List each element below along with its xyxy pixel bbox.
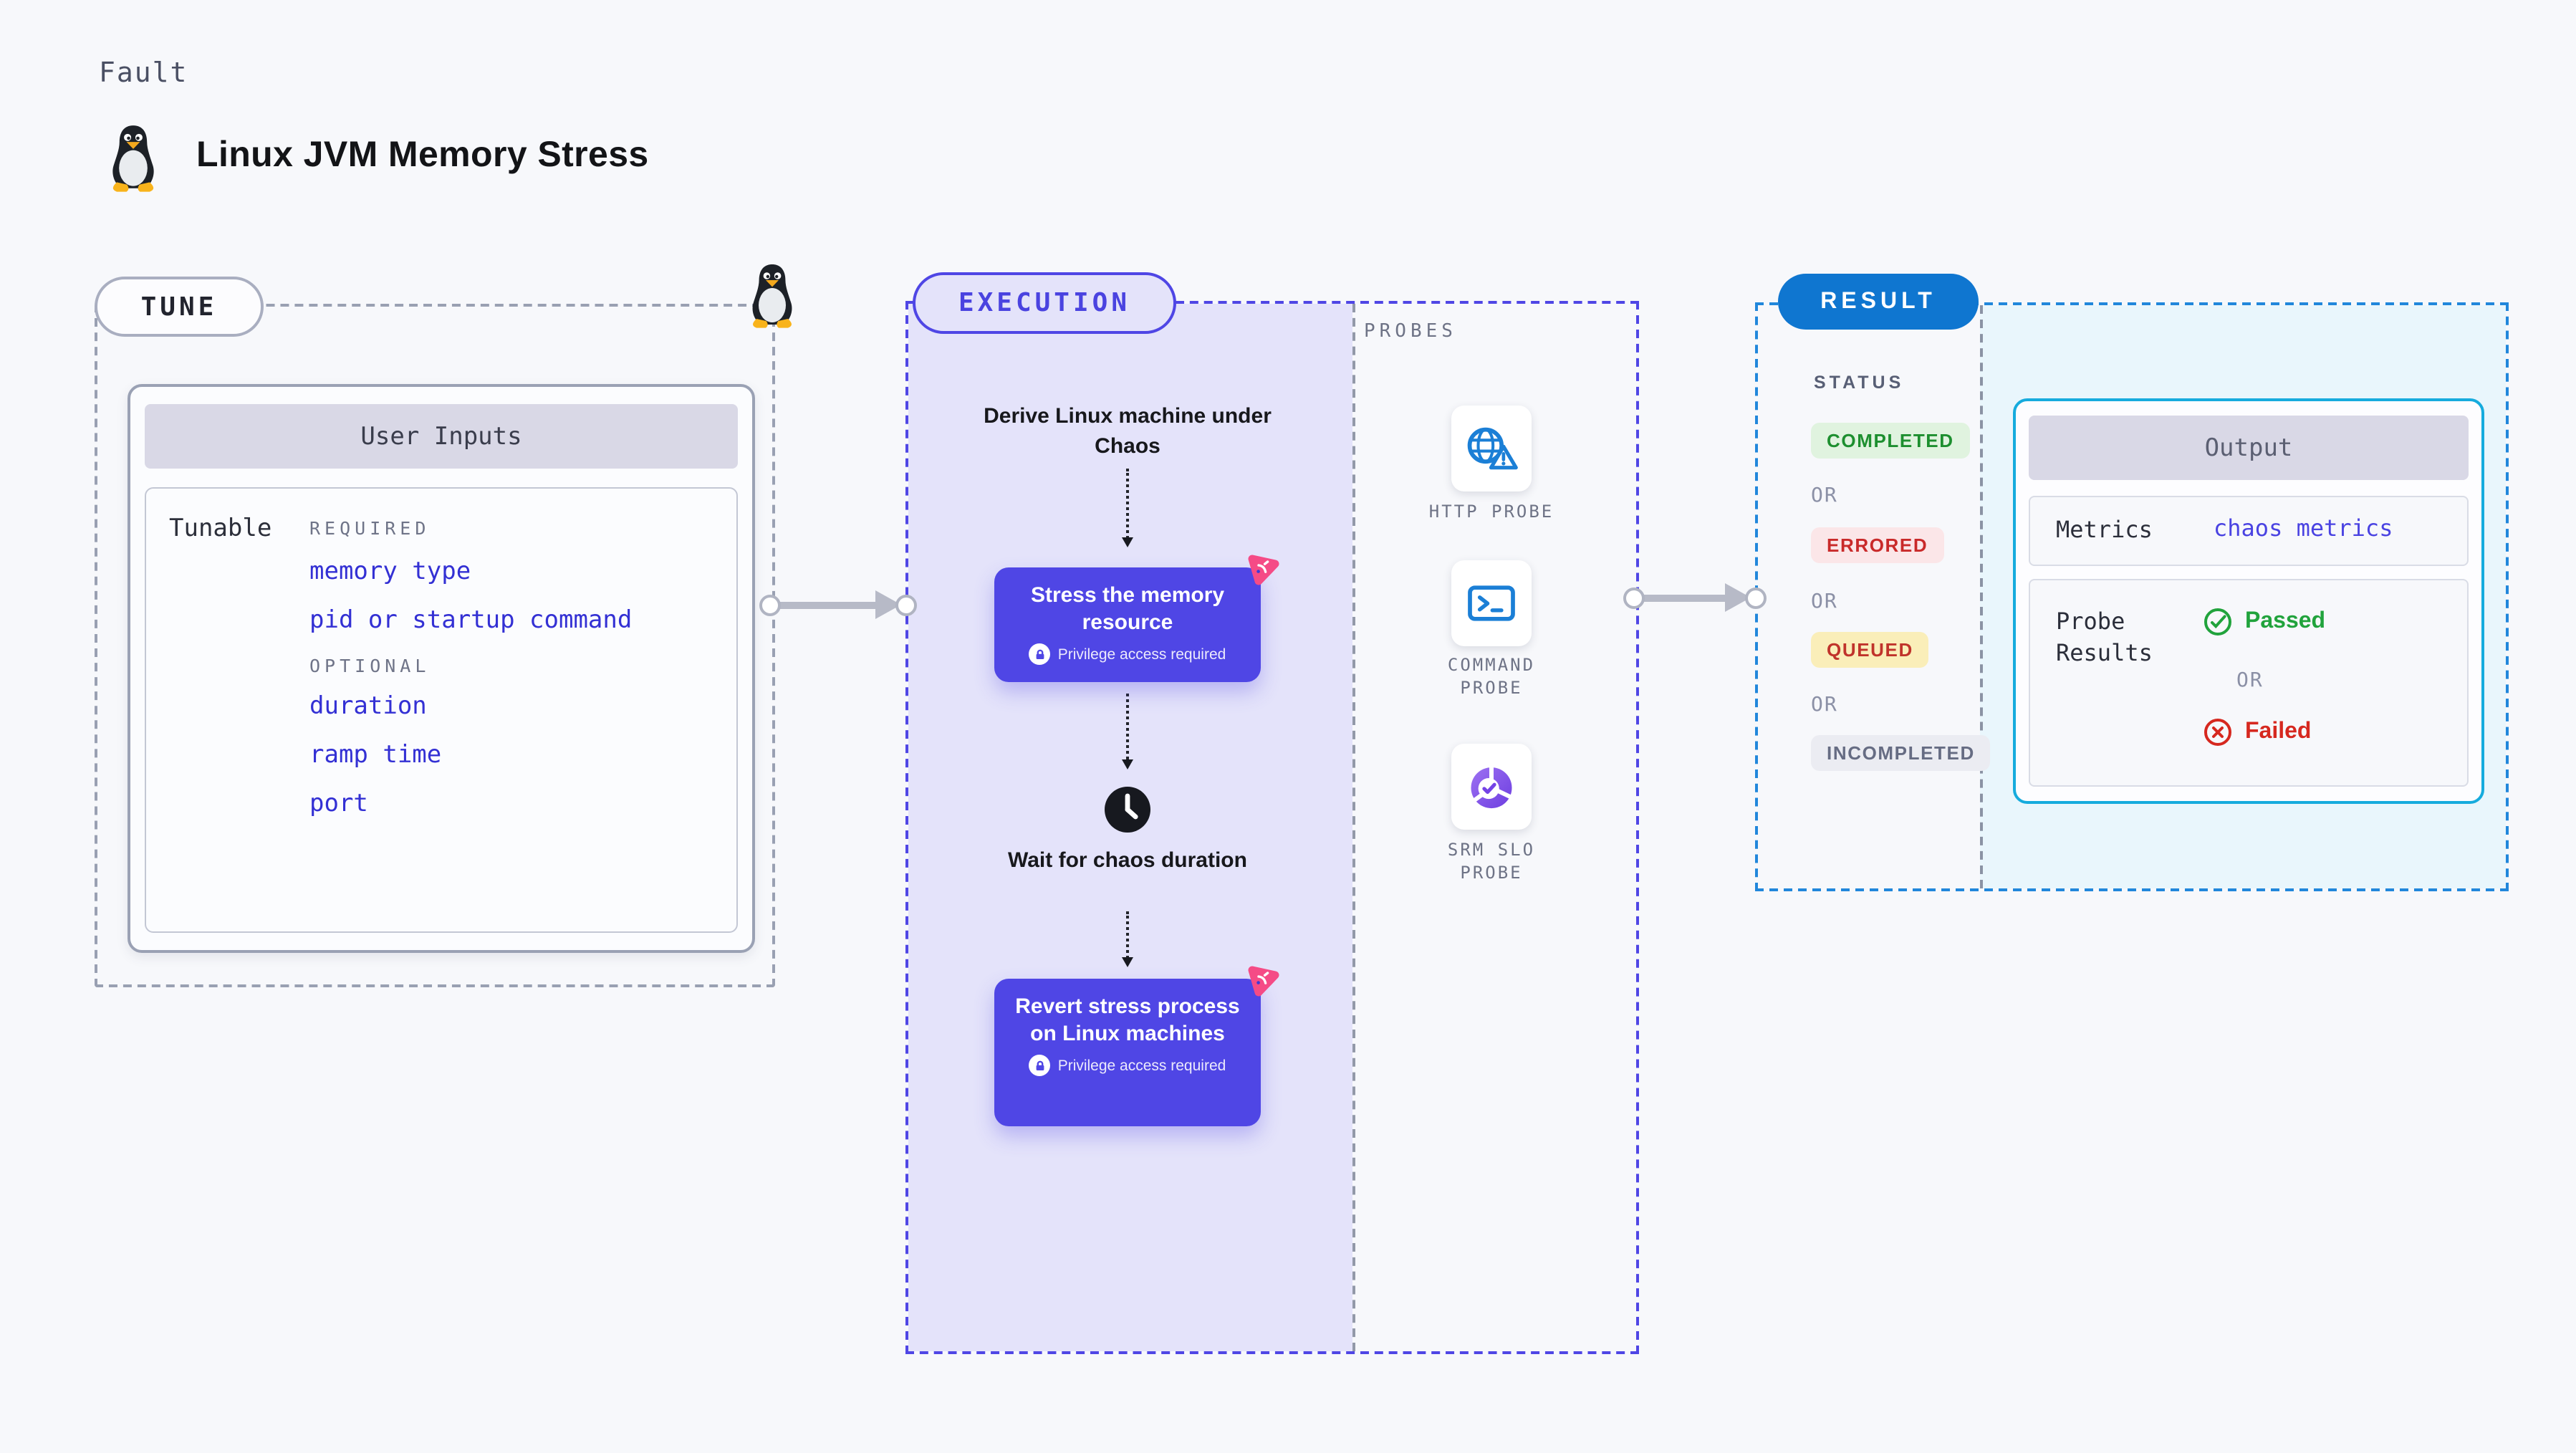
probe-results-row: Probe Results Passed OR Failed — [2029, 579, 2469, 787]
tux-penguin-icon — [112, 125, 154, 192]
tune-section-pill: TUNE — [95, 277, 264, 337]
user-inputs-title: User Inputs — [145, 404, 738, 469]
command-probe-card — [1451, 560, 1532, 646]
clock-icon — [1105, 787, 1150, 833]
failed-result: Failed — [2202, 716, 2311, 748]
status-badge-errored: ERRORED — [1811, 527, 1944, 563]
privilege-note: Privilege access required — [1057, 1057, 1226, 1074]
tunable-memory-type: memory type — [309, 557, 471, 586]
derive-step-text: Derive Linux machine under Chaos — [984, 404, 1272, 459]
chaos-logo-badge — [1241, 549, 1281, 589]
metrics-value: chaos metrics — [2214, 514, 2393, 542]
connector-dot — [895, 595, 917, 616]
connector-dot — [1623, 588, 1645, 609]
execution-section-box — [905, 301, 1639, 1354]
flow-connector — [1122, 469, 1133, 547]
x-circle-icon — [2204, 719, 2231, 746]
result-divider — [1980, 305, 1983, 888]
status-badge-queued: QUEUED — [1811, 632, 1929, 668]
tune-section-box — [95, 304, 775, 987]
command-probe-label: COMMAND PROBE — [1447, 655, 1536, 698]
tunable-ramp-time: ramp time — [309, 741, 442, 769]
flow-connector — [1122, 911, 1133, 967]
tux-penguin-icon — [752, 264, 792, 328]
lock-icon — [1029, 643, 1051, 665]
http-probe-label: HTTP PROBE — [1428, 502, 1554, 522]
privilege-note: Privilege access required — [1057, 646, 1226, 663]
metrics-row: Metrics chaos metrics — [2029, 496, 2469, 566]
tunable-duration: duration — [309, 692, 427, 721]
passed-result: Passed — [2202, 606, 2325, 638]
connector-dot — [1745, 588, 1767, 609]
execution-section-pill: EXECUTION — [913, 272, 1176, 334]
page-title: Linux JVM Memory Stress — [196, 135, 649, 175]
status-badge-incompleted: INCOMPLETED — [1811, 735, 1991, 771]
revert-step-box: Revert stress process on Linux machines … — [994, 979, 1261, 1126]
stress-step-title: Stress the memory resource — [1030, 583, 1225, 635]
status-label: STATUS — [1814, 373, 1905, 393]
or-label: OR — [1811, 484, 1838, 507]
output-title: Output — [2029, 416, 2469, 480]
flow-connector — [1122, 694, 1133, 769]
or-label: OR — [2236, 669, 2264, 692]
passed-label: Passed — [2245, 609, 2326, 633]
chaos-logo-badge — [1241, 960, 1281, 1000]
globe-alert-icon — [1467, 427, 1518, 470]
required-group-label: REQUIRED — [309, 517, 431, 539]
tunable-panel: Tunable REQUIRED memory type pid or star… — [145, 487, 738, 933]
optional-group-label: OPTIONAL — [309, 655, 431, 676]
probe-results-label: Probe Results — [2056, 608, 2153, 666]
connector-dot — [759, 595, 781, 616]
probes-divider — [1352, 304, 1355, 1351]
tunable-port: port — [309, 790, 368, 818]
terminal-icon — [1468, 585, 1515, 621]
stress-step-box: Stress the memory resource Privilege acc… — [994, 567, 1261, 682]
output-card: Output Metrics chaos metrics Probe Resul… — [2013, 398, 2484, 804]
metrics-label: Metrics — [2056, 516, 2153, 543]
tunable-label: Tunable — [169, 514, 272, 543]
srm-slo-probe-card — [1451, 744, 1532, 830]
tunable-pid-or-startup-command: pid or startup command — [309, 606, 633, 635]
user-inputs-card: User Inputs Tunable REQUIRED memory type… — [128, 384, 755, 953]
failed-label: Failed — [2245, 719, 2312, 744]
probes-label: PROBES — [1364, 321, 1457, 342]
slo-pie-icon — [1471, 765, 1513, 809]
or-label: OR — [1811, 694, 1838, 716]
or-label: OR — [1811, 590, 1838, 613]
srm-slo-probe-label: SRM SLO PROBE — [1447, 840, 1536, 883]
status-badge-completed: COMPLETED — [1811, 423, 1970, 459]
result-section-pill: RESULT — [1778, 274, 1979, 330]
revert-step-title: Revert stress process on Linux machines — [1015, 994, 1240, 1046]
lock-icon — [1029, 1055, 1051, 1076]
check-circle-icon — [2204, 608, 2231, 636]
wait-step-text: Wait for chaos duration — [1008, 848, 1247, 873]
http-probe-card — [1451, 406, 1532, 491]
fault-kicker: Fault — [99, 57, 188, 89]
